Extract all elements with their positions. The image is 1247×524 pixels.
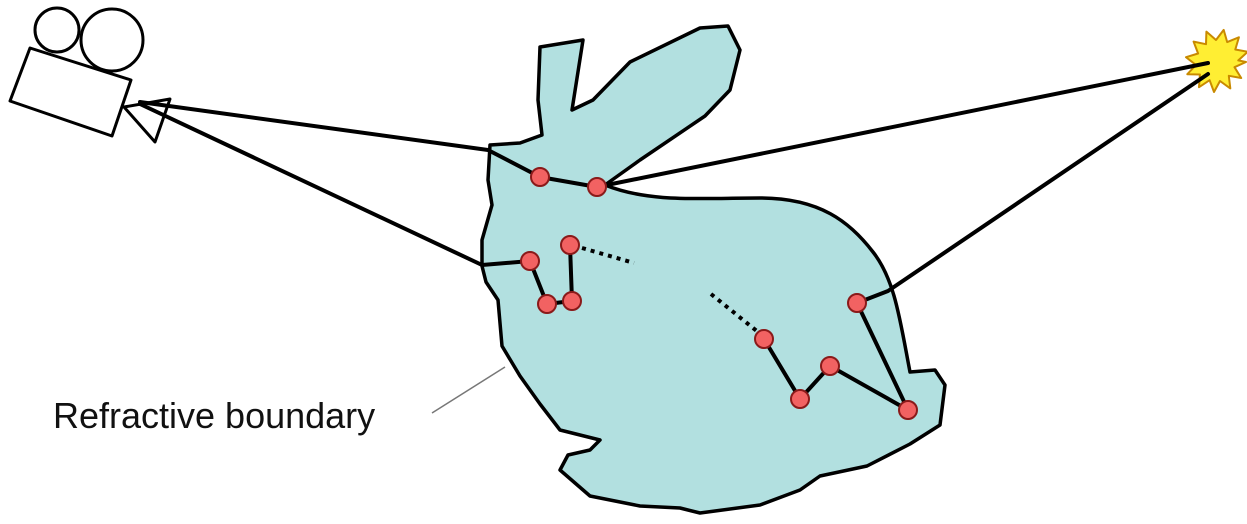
path-vertex [588, 178, 606, 196]
path-vertex [848, 294, 866, 312]
annotation-leader-line [432, 367, 505, 413]
path-vertex [538, 295, 556, 313]
bunny-shape [482, 26, 945, 513]
path-vertex [563, 292, 581, 310]
path-vertex [561, 236, 579, 254]
path-vertex [521, 252, 539, 270]
path-vertex [821, 357, 839, 375]
camera-reel-left [35, 8, 79, 52]
path-vertex [531, 168, 549, 186]
path-vertex [755, 330, 773, 348]
camera-reel-right [81, 9, 143, 71]
camera-icon [10, 8, 170, 142]
annotation-label: Refractive boundary [53, 395, 375, 436]
path-vertex [899, 401, 917, 419]
path-vertex [791, 390, 809, 408]
